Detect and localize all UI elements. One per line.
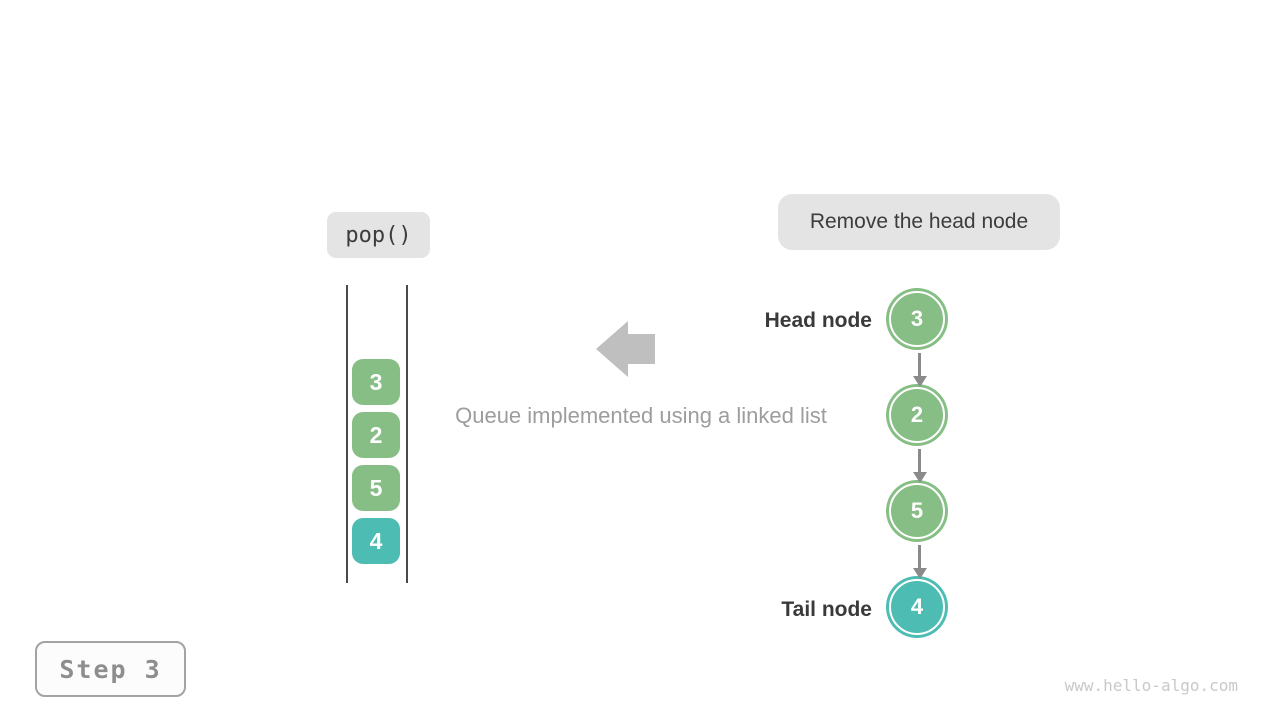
queue-item: 5 (352, 465, 400, 511)
description-badge: Remove the head node (778, 194, 1060, 250)
queue-container-right-wall (406, 285, 408, 583)
link-arrow-head-icon (913, 376, 927, 387)
step-badge: Step 3 (35, 641, 186, 697)
pop-operation-badge: pop() (327, 212, 430, 258)
link-arrow-line (918, 353, 921, 377)
watermark: www.hello-algo.com (1064, 676, 1238, 695)
linked-list-node: 3 (889, 291, 945, 347)
queue-item: 3 (352, 359, 400, 405)
linked-list-node: 5 (889, 483, 945, 539)
tail-node-label: Tail node (781, 598, 872, 621)
queue-item: 2 (352, 412, 400, 458)
link-arrow-line (918, 545, 921, 569)
queue-item: 4 (352, 518, 400, 564)
link-arrow-head-icon (913, 568, 927, 579)
linked-list-node: 2 (889, 387, 945, 443)
left-arrow-icon (596, 321, 655, 377)
linked-list-node: 4 (889, 579, 945, 635)
queue-container-left-wall (346, 285, 348, 583)
head-node-label: Head node (764, 309, 872, 332)
link-arrow-line (918, 449, 921, 473)
link-arrow-head-icon (913, 472, 927, 483)
caption-text: Queue implemented using a linked list (455, 403, 827, 428)
